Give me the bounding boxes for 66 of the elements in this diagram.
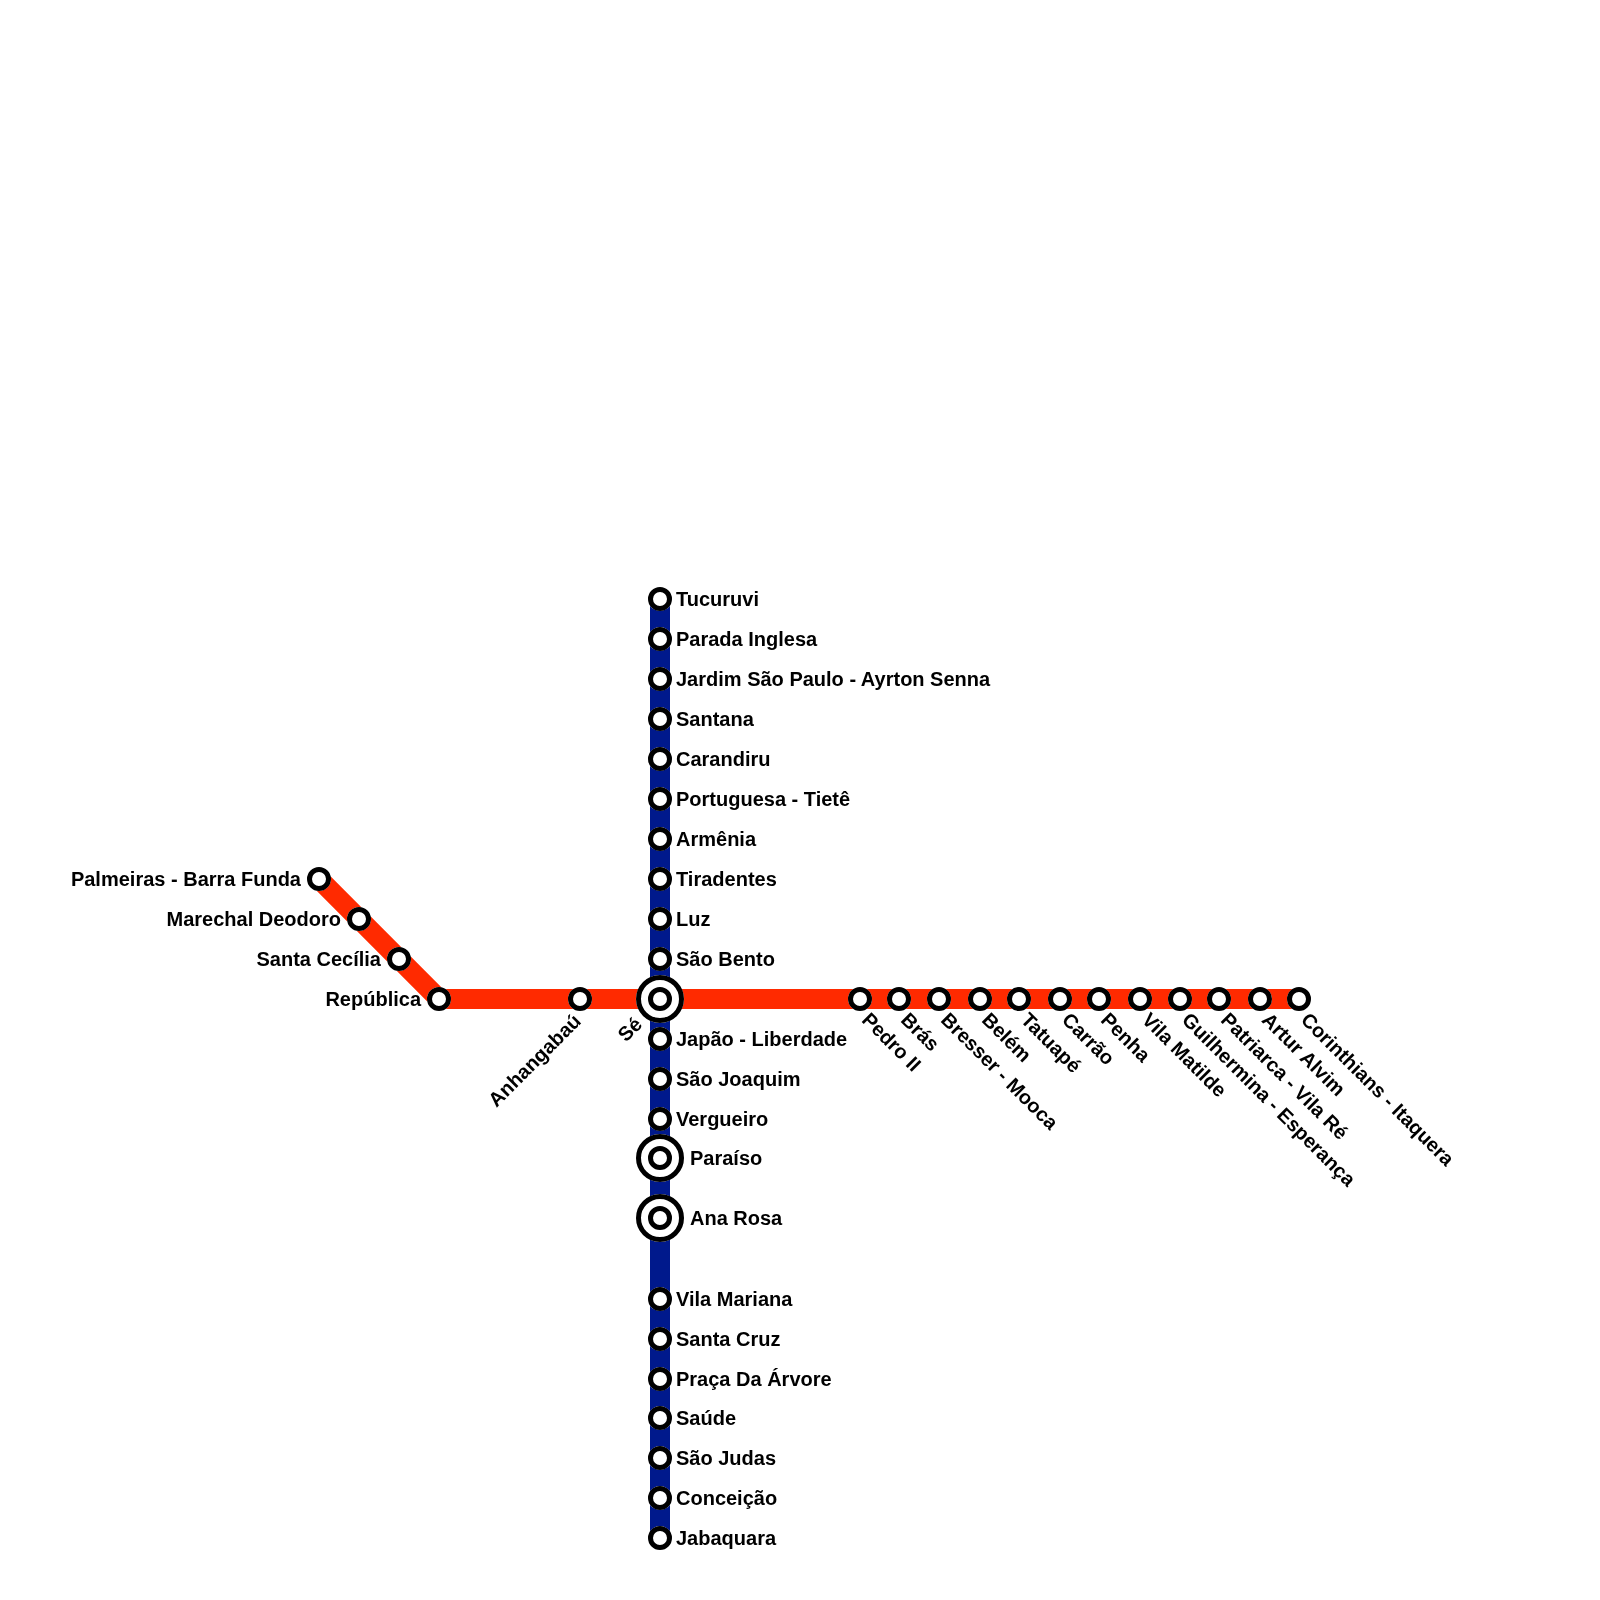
track-segment <box>650 845 670 873</box>
track-segment <box>650 885 670 913</box>
track-segment <box>1105 989 1134 1009</box>
station-name: São Judas <box>676 1447 777 1469</box>
track-segment <box>945 989 974 1009</box>
track-segment <box>650 1045 670 1073</box>
station-name: Ana Rosa <box>690 1207 783 1229</box>
track-segment <box>650 1020 670 1033</box>
track-segment <box>650 1504 670 1532</box>
station-name: Sé <box>613 1012 647 1046</box>
station-name: Jabaquara <box>676 1527 777 1549</box>
track-segment <box>1266 989 1293 1009</box>
station-name: Japão - Liberdade <box>676 1028 848 1050</box>
station-name: Saúde <box>676 1407 737 1429</box>
track-segment <box>650 685 670 713</box>
track-segment <box>396 956 442 1002</box>
track-segment <box>681 989 854 1009</box>
track-segment <box>650 1385 670 1412</box>
station-name: Conceição <box>676 1487 778 1509</box>
track-segment <box>356 916 402 962</box>
station-name: Tiradentes <box>676 868 777 890</box>
track-segment <box>650 1239 670 1293</box>
station-name: Portuguesa - Tietê <box>676 788 851 810</box>
track-segment <box>1025 989 1054 1009</box>
station-name: Paraíso <box>690 1147 763 1169</box>
station-name: Santa Cecília <box>256 948 381 970</box>
track-segment <box>316 876 362 922</box>
station-name: Jardim São Paulo - Ayrton Senna <box>676 668 991 690</box>
track-segment <box>650 1424 670 1452</box>
station-name: Palmeiras - Barra Funda <box>70 868 301 890</box>
track-segment <box>986 989 1013 1009</box>
track-segment <box>866 989 893 1009</box>
track-segment <box>586 989 639 1009</box>
station-name: Luz <box>676 908 711 930</box>
track-segment <box>650 1125 670 1137</box>
track-segment <box>650 765 670 793</box>
track-segment <box>650 1464 670 1492</box>
track-segment <box>650 925 670 953</box>
station-name: Marechal Deodoro <box>166 908 341 930</box>
station-name: Vergueiro <box>676 1108 769 1130</box>
track-segment <box>650 965 670 978</box>
track-segment <box>650 1085 670 1113</box>
station-name: Parada Inglesa <box>676 628 818 650</box>
station-name: Carandiru <box>676 748 771 770</box>
station-name: São Joaquim <box>676 1068 801 1090</box>
station-name: República <box>325 988 421 1010</box>
station-name: Vila Mariana <box>676 1288 793 1310</box>
track-segment <box>650 805 670 833</box>
station-name: Santa Cruz <box>676 1328 781 1350</box>
station-name: São Bento <box>676 948 775 970</box>
track-segment <box>650 1345 670 1373</box>
station-name: Tucuruvi <box>676 588 759 610</box>
track-segment <box>1225 989 1254 1009</box>
track-segment <box>1146 989 1174 1009</box>
track-segment <box>1066 989 1093 1009</box>
station-name: Armênia <box>676 828 757 850</box>
track-segment <box>445 989 574 1009</box>
track-segment <box>1186 989 1213 1009</box>
track-segment <box>905 989 933 1009</box>
track-segment <box>650 1305 670 1333</box>
track-segment <box>650 645 670 673</box>
track-segment <box>650 605 670 633</box>
station-name: Praça Da Árvore <box>676 1368 832 1390</box>
track-segment <box>650 1179 670 1197</box>
track-segment <box>650 725 670 753</box>
station-name: Santana <box>676 708 754 730</box>
